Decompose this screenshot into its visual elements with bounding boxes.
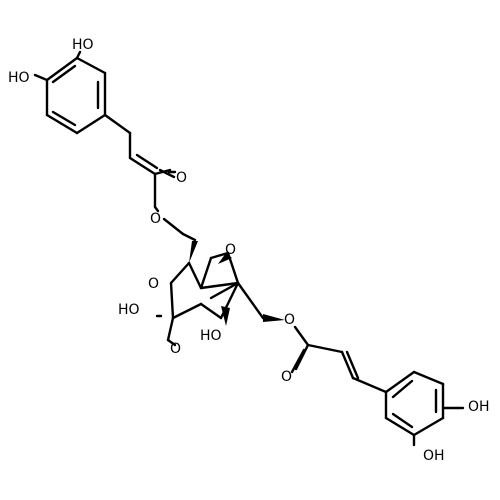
- carboxyl-hydroxyl-label: HO: [118, 302, 140, 318]
- ch2-to-bridge-bond: [181, 232, 197, 242]
- top-ring-substituents: [33, 50, 132, 135]
- ester1-link-oxygen-label: O: [150, 211, 161, 227]
- lower-propenoate-chain: [290, 325, 388, 394]
- ester2-carbonyl-oxygen-label: O: [281, 369, 292, 385]
- bicyclic-core: [169, 241, 265, 326]
- ester2-link-oxygen-label: O: [284, 312, 295, 328]
- ester2-stereo-wedge: [263, 314, 285, 322]
- lower-ring-substituents: [412, 406, 465, 447]
- ester1-carbonyl-double-bond: [158, 168, 176, 179]
- core-stereo-wedge-bottom: [221, 306, 230, 326]
- core-stereo-wedge-top: [189, 241, 198, 263]
- top-propenoate-chain: [128, 131, 177, 209]
- carboxylic-acid-group: [155, 314, 177, 347]
- top-catechol-ring: [45, 56, 107, 135]
- ester1-link-bond: [153, 205, 160, 213]
- bridge-oxygen-left-label: O: [148, 276, 159, 292]
- bridge-oxygen-right-label: O: [225, 242, 236, 258]
- lower-ring-hydroxyl-top-label: OH: [468, 399, 490, 415]
- ester1-carbonyl-oxygen-label: O: [176, 170, 187, 186]
- ester1-to-ch2-bond: [162, 217, 185, 236]
- left-ring-hydroxyl-label: HO: [8, 70, 30, 86]
- carboxyl-oxygen-label: O: [170, 341, 181, 357]
- lower-catechol-ring: [384, 370, 445, 437]
- top-ring-hydroxyl-label: HO: [72, 37, 94, 53]
- lower-ring-hydroxyl-bottom-label: OH: [423, 448, 445, 464]
- ring-hydroxyl-label: HO: [200, 328, 222, 344]
